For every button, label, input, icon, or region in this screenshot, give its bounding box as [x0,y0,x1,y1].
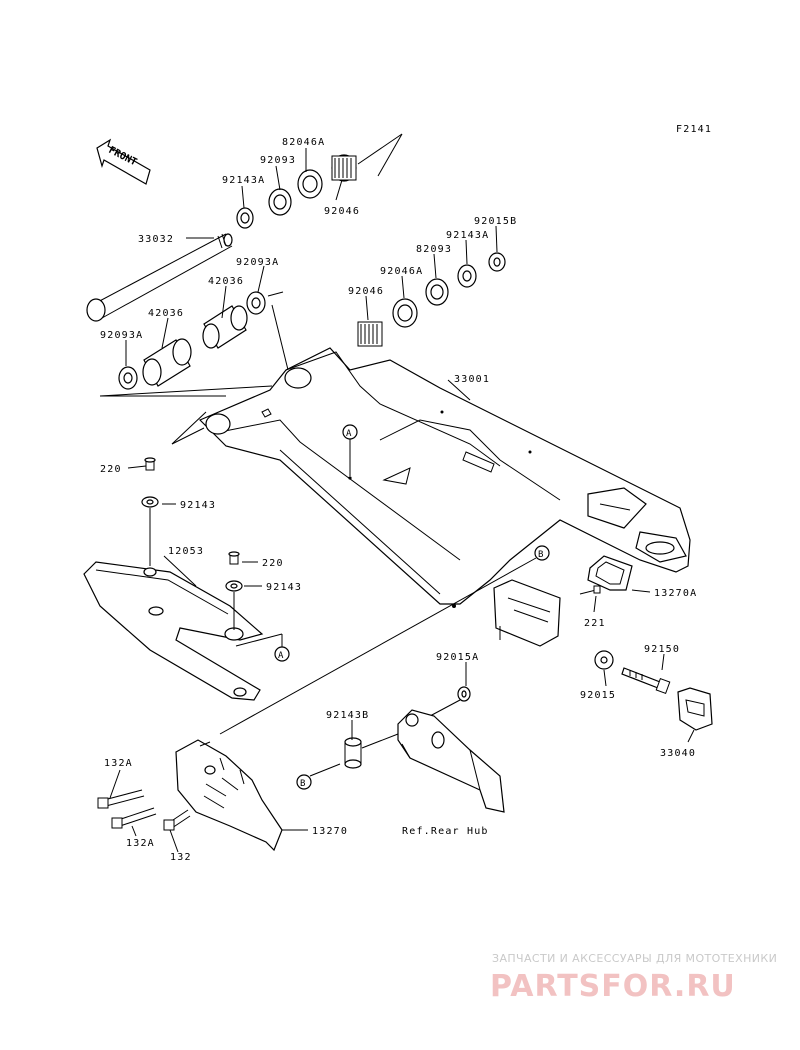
nut-92015 [594,650,614,670]
part-collar-92093a-left [118,366,138,390]
nut-92015a [457,686,471,702]
bolt-132 [163,809,191,831]
washer-92143-a [141,496,159,508]
part-label-220-a: 220 [100,464,122,475]
part-seal-92143a-right [457,264,477,288]
callout-b-circle [534,545,550,561]
part-label-12053: 12053 [168,546,204,557]
part-label-42036-mid: 42036 [208,276,244,287]
part-label-92143a-right: 92143A [446,230,489,241]
part-label-13270a: 13270A [654,588,697,599]
ref-rear-hub-label: Ref.Rear Hub [402,826,489,837]
part-label-92143-b: 92143 [266,582,302,593]
pivot-shaft [86,233,233,322]
callout-b-label: B [538,550,543,560]
part-label-92143-a: 92143 [180,500,216,511]
part-label-92150: 92150 [644,644,680,655]
part-label-92046-right: 92046 [348,286,384,297]
bolt-220-a [144,457,156,471]
part-label-92093-top: 92093 [260,155,296,166]
watermark-logo: PARTSFOR.RU [490,969,736,1004]
part-bearing-92046-right [357,321,383,347]
bolt-92150 [621,667,671,694]
part-label-92015: 92015 [580,690,616,701]
leader-lines [109,148,695,853]
part-sleeve-42036-left [142,338,192,387]
front-arrow-icon: FRONT [96,138,151,185]
washer-92143-b [225,580,243,592]
part-label-13270: 13270 [312,826,348,837]
part-label-132a-a: 132A [104,758,133,769]
block-33040 [677,687,713,731]
collar-92143b [344,737,362,769]
part-label-82093: 82093 [416,244,452,255]
part-label-92093a-mid: 92093A [236,257,279,268]
part-label-33001: 33001 [454,374,490,385]
part-nut-92015b [488,252,506,272]
figure-code: F2141 [676,124,712,135]
part-seal-92143a [236,207,254,229]
part-collar-92093 [268,188,292,216]
part-label-33032: 33032 [138,234,174,245]
plate-13270a [587,555,633,591]
part-label-82046a: 82046A [282,137,325,148]
part-label-92015a: 92015A [436,652,479,663]
part-seal-82046a [297,169,323,199]
part-sleeve-42036-mid [202,305,248,349]
part-bearing-92046 [331,154,357,182]
part-label-92143a-left: 92143A [222,175,265,186]
part-label-220-b: 220 [262,558,284,569]
chain-slider-12053 [83,561,264,701]
bolt-220-b [228,551,240,565]
part-seal-92046a [392,298,418,328]
callout-a-lower-circle [274,646,290,662]
part-label-92046a: 92046A [380,266,423,277]
watermark-tagline: ЗАПЧАСТИ И АКСЕССУАРЫ ДЛЯ МОТОТЕХНИКИ [492,952,777,965]
part-label-92093a-left: 92093A [100,330,143,341]
bolt-132a-b [111,807,157,829]
callout-a-lower-label: A [278,651,284,661]
screw-221 [579,585,601,595]
callout-b-lower-label: B [300,779,305,789]
part-label-92015b: 92015B [474,216,517,227]
callout-a-label: A [346,429,352,439]
part-label-132: 132 [170,852,192,863]
part-label-42036-left: 42036 [148,308,184,319]
part-label-33040: 33040 [660,748,696,759]
chain-guide-rear-hub [397,709,505,813]
bolt-132a-a [97,789,145,809]
part-label-221: 221 [584,618,606,629]
chain-guide-13270 [175,739,283,852]
part-collar-82093 [425,278,449,306]
swingarm-33001 [198,347,691,647]
part-label-92046-top: 92046 [324,206,360,217]
part-label-92143b: 92143B [326,710,369,721]
part-collar-92093a-mid [246,291,266,315]
part-label-132a-b: 132A [126,838,155,849]
callout-b-lower-circle [296,774,312,790]
